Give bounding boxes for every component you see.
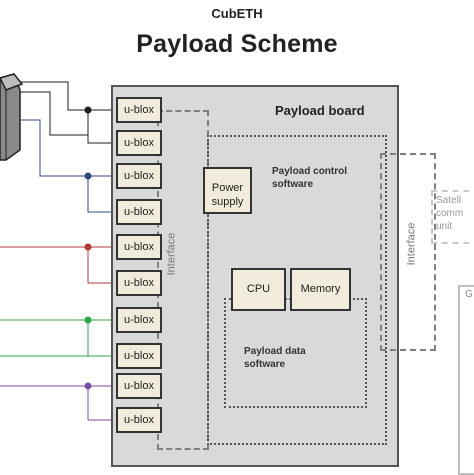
wire-junction-red [84,243,92,251]
wire-group-purple [0,385,115,421]
ublox-module-10: u-blox [116,407,162,433]
wire-junction-green [84,316,92,324]
ublox-module-8: u-blox [116,343,162,369]
ublox-module-5: u-blox [116,234,162,260]
ground-unit-label: G [465,289,473,300]
satellite-unit-line2: comm [436,208,464,219]
ublox-module-2: u-blox [116,130,162,156]
ublox-module-6: u-blox [116,270,162,296]
diagram-title: Payload Scheme [136,30,338,58]
ublox-module-9: u-blox [116,373,162,399]
cpu-box: CPU [231,268,286,311]
wire-junction-navy [84,172,92,180]
satellite-comm-unit: Satell comm unit [431,190,474,244]
ublox-module-7: u-blox [116,307,162,333]
gnss-antenna-icon [0,73,24,161]
memory-box: Memory [290,268,351,311]
control-software-region [207,135,387,445]
ublox-module-3: u-blox [116,163,162,189]
control-software-label: Payload control software [272,165,347,191]
data-software-label: Payload data software [244,345,306,371]
right-interface-region [380,153,436,351]
power-supply-line1: Power [211,182,244,194]
diagram-subtitle: CubETH [211,6,263,21]
wire-group-navy [20,119,115,213]
satellite-unit-line1: Satell [436,195,462,206]
satellite-unit-line3: unit [436,221,453,232]
ublox-module-1: u-blox [116,97,162,123]
power-supply-line2: supply [211,196,244,208]
ground-unit-box: G [458,285,474,475]
wire-junction-dark [84,106,92,114]
control-software-line2: software [272,179,314,190]
right-interface-label: Interface [405,222,418,266]
data-software-line2: software [244,359,286,370]
wire-group-green [0,319,115,357]
power-supply-box: Power supply [203,167,252,214]
data-software-line1: Payload data [244,346,306,357]
ublox-module-4: u-blox [116,199,162,225]
wire-group-red [0,246,115,284]
wire-junction-purple [84,382,92,390]
left-interface-label: Interface [165,232,178,276]
left-interface-region [157,110,209,450]
payload-board-label: Payload board [275,103,365,118]
wire-group-dark [20,81,115,144]
control-software-line1: Payload control [272,166,348,177]
